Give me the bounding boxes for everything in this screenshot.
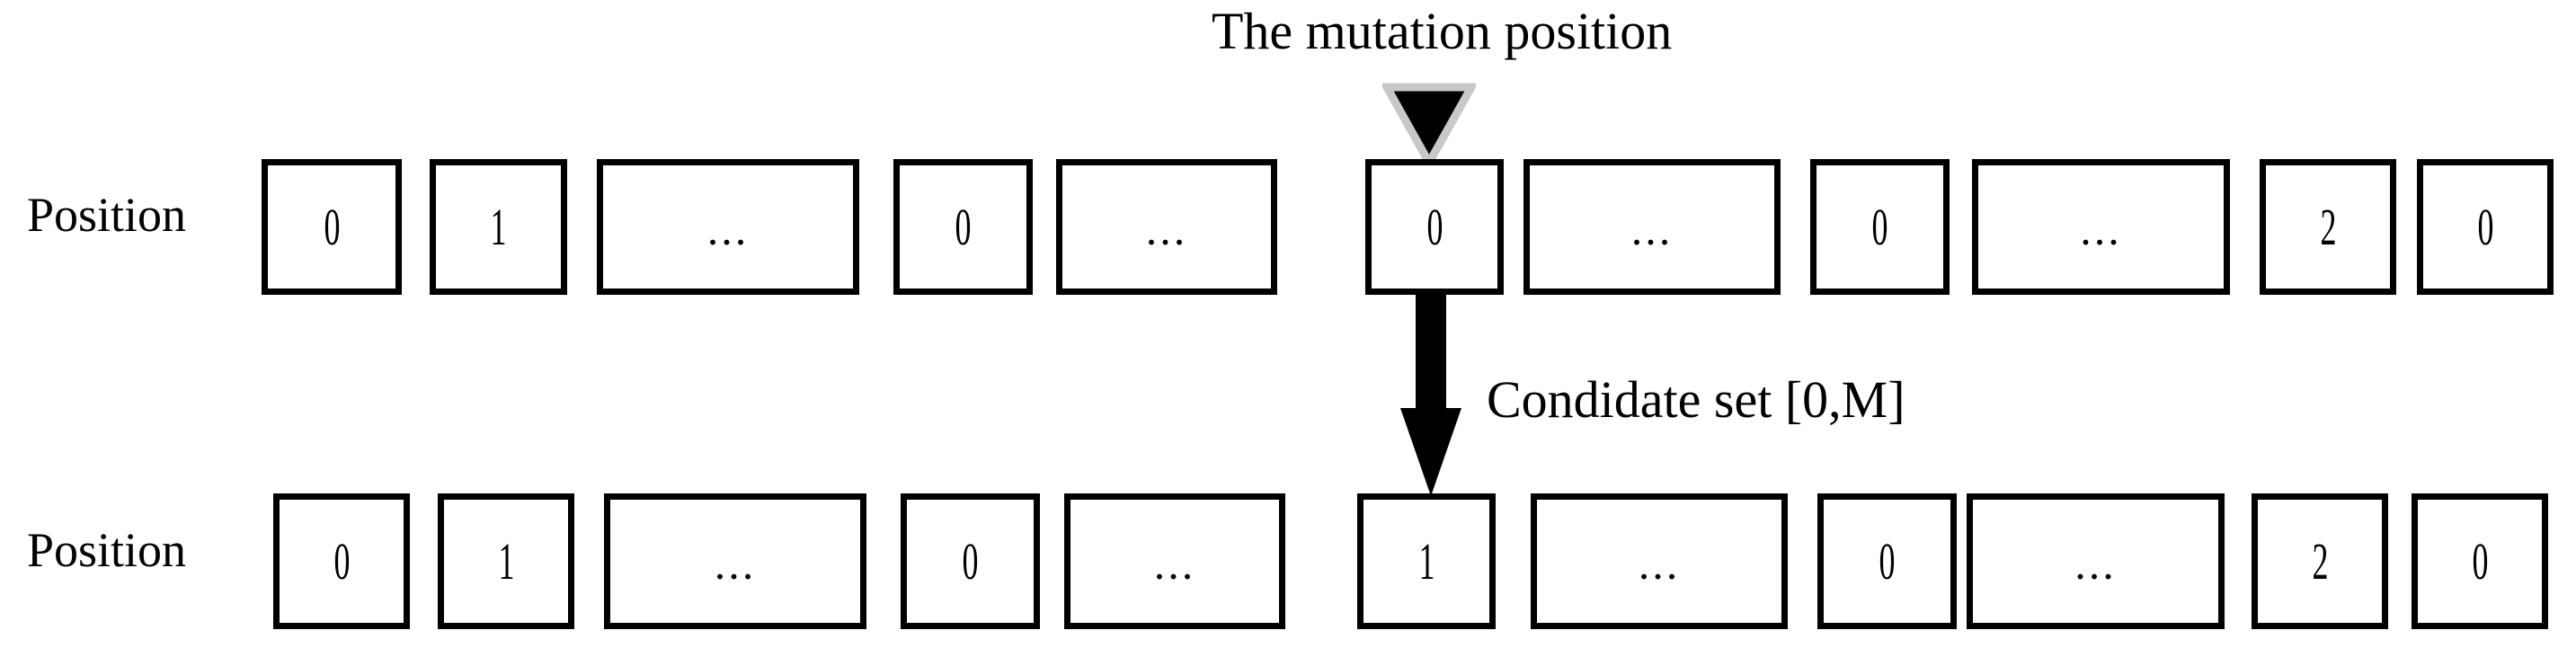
gene-cell-mutated-9[interactable]: 2 bbox=[2252, 493, 2388, 629]
gene-value: ... bbox=[1145, 203, 1188, 254]
triangle-down-marker-icon bbox=[1380, 83, 1479, 172]
gene-value: 0 bbox=[324, 197, 340, 256]
gene-cell-parent-3[interactable]: 0 bbox=[893, 159, 1033, 295]
gene-cell-mutated-3[interactable]: 0 bbox=[901, 493, 1040, 629]
gene-value: 0 bbox=[333, 531, 350, 590]
gene-value: 1 bbox=[490, 197, 507, 256]
gene-value: 1 bbox=[498, 531, 514, 590]
gene-value: 0 bbox=[1426, 197, 1443, 256]
gene-cell-parent-8[interactable]: ... bbox=[1972, 159, 2230, 295]
gene-value: 2 bbox=[2320, 197, 2336, 256]
gene-value: ... bbox=[1630, 203, 1674, 254]
gene-value: 0 bbox=[955, 197, 972, 256]
gene-cell-mutated-5-mutation-site[interactable]: 1 bbox=[1357, 493, 1496, 629]
gene-value: ... bbox=[1153, 537, 1196, 589]
gene-cell-parent-2[interactable]: ... bbox=[597, 159, 859, 295]
gene-cell-mutated-0[interactable]: 0 bbox=[273, 493, 410, 629]
gene-cell-mutated-10[interactable]: 0 bbox=[2412, 493, 2548, 629]
down-arrow-icon bbox=[1399, 293, 1463, 498]
gene-value: 0 bbox=[1879, 531, 1896, 590]
gene-value: ... bbox=[714, 537, 757, 589]
gene-cell-parent-6[interactable]: ... bbox=[1523, 159, 1781, 295]
gene-cell-mutated-4[interactable]: ... bbox=[1064, 493, 1285, 629]
gene-cell-mutated-2[interactable]: ... bbox=[604, 493, 866, 629]
gene-value: 0 bbox=[2477, 197, 2493, 256]
gene-cell-parent-4[interactable]: ... bbox=[1056, 159, 1277, 295]
gene-value: ... bbox=[2074, 537, 2117, 589]
gene-cell-parent-5-mutation-site[interactable]: 0 bbox=[1365, 159, 1504, 295]
gene-cell-mutated-1[interactable]: 1 bbox=[438, 493, 574, 629]
gene-cell-mutated-6[interactable]: ... bbox=[1531, 493, 1788, 629]
gene-cell-parent-7[interactable]: 0 bbox=[1810, 159, 1950, 295]
gene-value: 0 bbox=[2472, 531, 2488, 590]
gene-cell-mutated-7[interactable]: 0 bbox=[1817, 493, 1957, 629]
gene-cell-parent-10[interactable]: 0 bbox=[2417, 159, 2554, 295]
row-label-position-parent: Position bbox=[27, 188, 187, 242]
candidate-set-annotation: Condidate set [0,M] bbox=[1487, 370, 1905, 429]
gene-cell-parent-9[interactable]: 2 bbox=[2260, 159, 2396, 295]
gene-value: ... bbox=[706, 203, 750, 254]
gene-value: 1 bbox=[1418, 531, 1435, 590]
mutation-position-annotation: The mutation position bbox=[1212, 2, 1673, 60]
gene-cell-parent-1[interactable]: 1 bbox=[430, 159, 567, 295]
gene-cell-mutated-8[interactable]: ... bbox=[1967, 493, 2225, 629]
gene-cell-parent-0[interactable]: 0 bbox=[262, 159, 402, 295]
gene-value: ... bbox=[1638, 537, 1681, 589]
gene-value: ... bbox=[2080, 203, 2122, 254]
gene-value: 2 bbox=[2312, 531, 2328, 590]
row-label-position-mutated: Position bbox=[27, 523, 187, 577]
gene-value: 0 bbox=[1871, 197, 1888, 256]
gene-value: 0 bbox=[962, 531, 979, 590]
